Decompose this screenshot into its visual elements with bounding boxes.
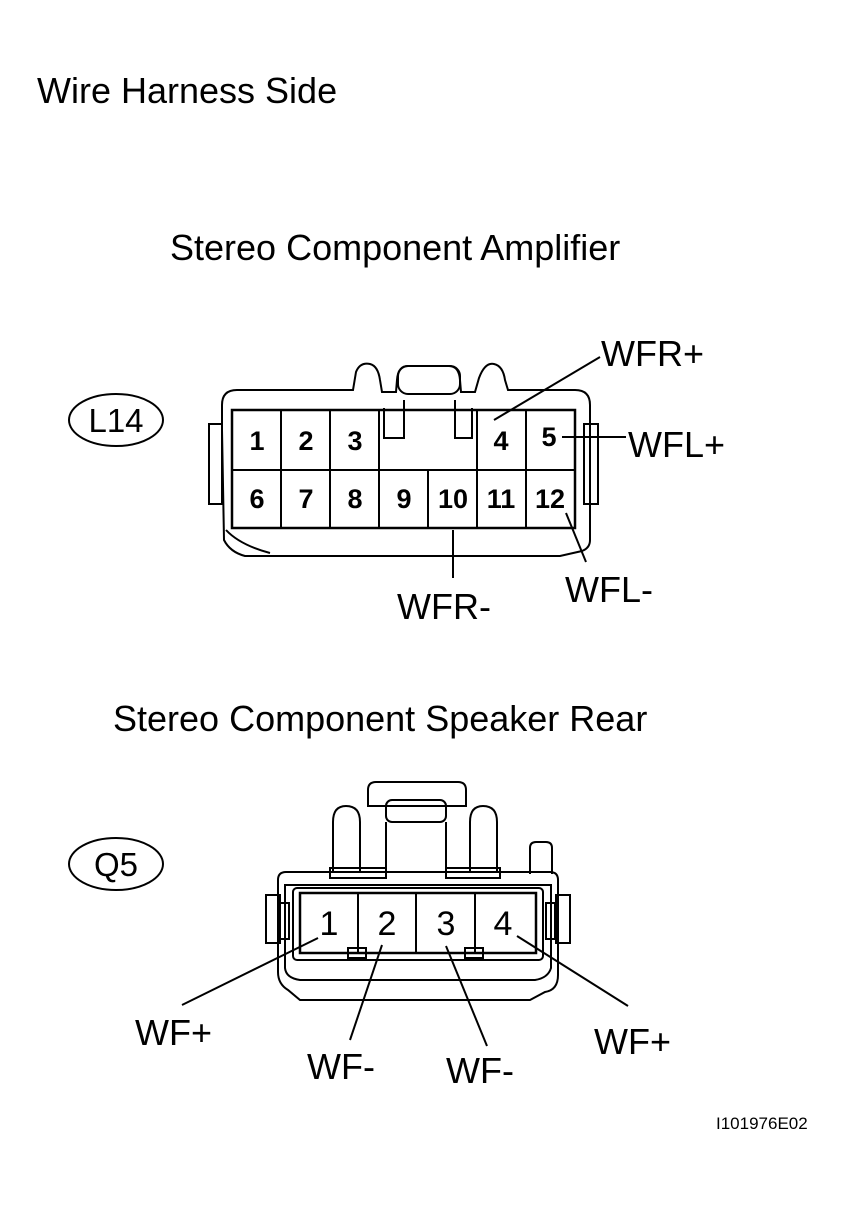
amplifier-pin-8: 8 xyxy=(347,484,362,514)
amplifier-connector-id-badge xyxy=(68,393,164,447)
speaker-pin-2: 2 xyxy=(378,905,397,943)
amplifier-housing-bevel xyxy=(225,529,271,554)
speaker-connector-id-badge xyxy=(68,837,164,891)
amplifier-connector: L14 1 2 3 4 5 6 xyxy=(68,333,725,627)
speaker-pin-1: 1 xyxy=(320,905,339,943)
label-wfr-plus: WFR+ xyxy=(601,333,704,374)
amplifier-pin-1: 1 xyxy=(249,426,264,456)
label-wf-plus-pin4: WF+ xyxy=(594,1021,671,1062)
amplifier-latch xyxy=(397,365,461,395)
amplifier-pin-11: 11 xyxy=(487,484,516,514)
amplifier-pin-9: 9 xyxy=(396,484,411,514)
label-wfr-minus: WFR- xyxy=(397,586,491,627)
speaker-connector: Q5 1 2 3 4 xyxy=(68,781,671,1091)
label-wf-minus-pin3: WF- xyxy=(446,1050,514,1091)
amplifier-leader-wfl-minus xyxy=(565,512,587,563)
label-wfl-plus: WFL+ xyxy=(628,424,725,465)
amplifier-pin-4: 4 xyxy=(493,426,508,456)
speaker-right-prong xyxy=(469,804,498,872)
amplifier-housing xyxy=(221,362,591,557)
amplifier-pin-10: 10 xyxy=(438,484,468,514)
amplifier-connector-id: L14 xyxy=(88,402,143,439)
label-wfl-minus: WFL- xyxy=(565,569,653,610)
speaker-title: Stereo Component Speaker Rear xyxy=(113,698,648,739)
speaker-leader-pin1 xyxy=(181,937,319,1006)
amplifier-pin-3: 3 xyxy=(347,426,362,456)
amplifier-leader-wfr-plus xyxy=(493,356,601,421)
amplifier-key-notch xyxy=(383,400,473,439)
amplifier-pin-2: 2 xyxy=(298,426,313,456)
speaker-leader-pin4 xyxy=(516,935,629,1007)
amplifier-left-tab xyxy=(208,423,223,505)
speaker-left-prong xyxy=(332,804,361,872)
amplifier-pin-7: 7 xyxy=(298,484,313,514)
amplifier-title: Stereo Component Amplifier xyxy=(170,227,621,268)
label-wf-plus-pin1: WF+ xyxy=(135,1012,212,1053)
amplifier-pin-6: 6 xyxy=(249,484,264,514)
speaker-pin-3: 3 xyxy=(437,905,456,943)
speaker-housing xyxy=(277,871,559,1001)
speaker-connector-id: Q5 xyxy=(94,846,138,883)
amplifier-pin-5: 5 xyxy=(541,422,556,452)
speaker-leader-pin3 xyxy=(445,945,488,1047)
label-wf-minus-pin2: WF- xyxy=(307,1046,375,1087)
speaker-post xyxy=(529,841,553,874)
speaker-leader-pin2 xyxy=(349,944,383,1041)
speaker-cavity xyxy=(298,891,538,955)
speaker-latch-top xyxy=(367,781,467,807)
amplifier-pin-12: 12 xyxy=(535,484,565,514)
page-title: Wire Harness Side xyxy=(37,70,338,111)
figure-code: I101976E02 xyxy=(716,1114,808,1133)
speaker-pin-4: 4 xyxy=(494,905,513,943)
